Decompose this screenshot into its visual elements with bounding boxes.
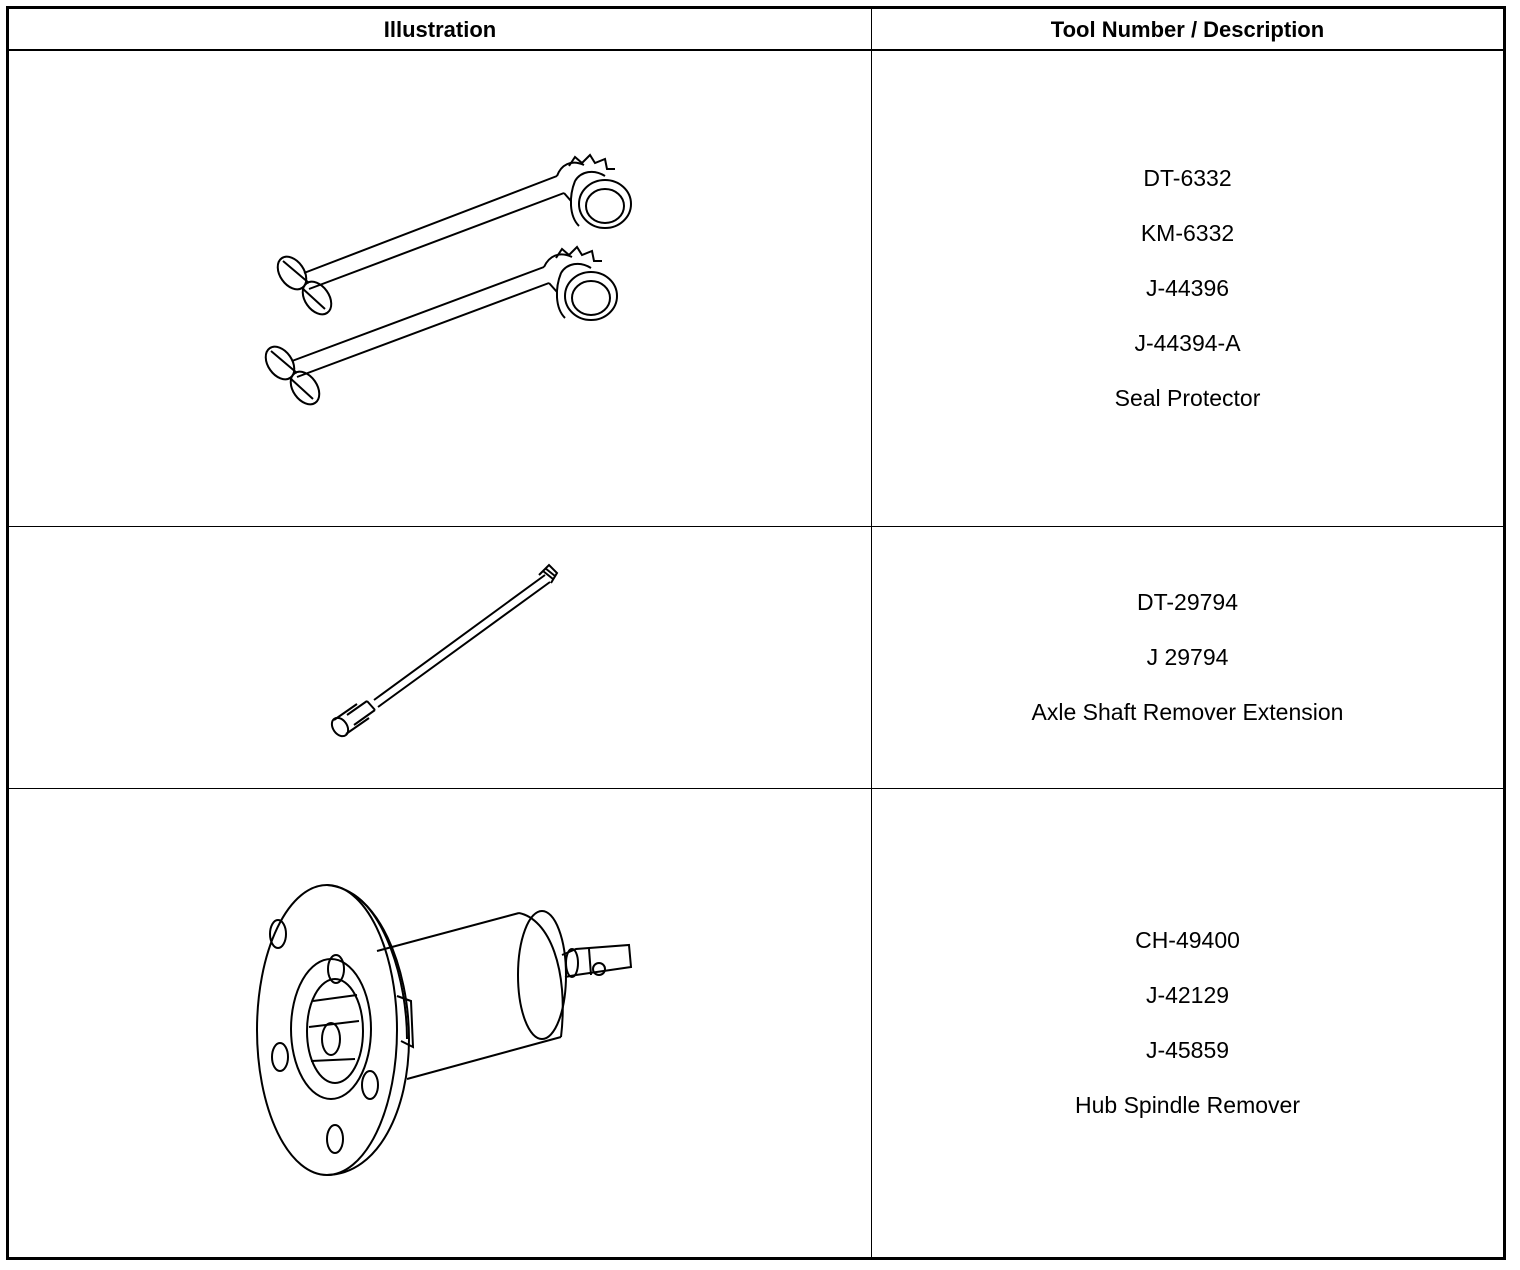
tool-number: J-44394-A (1134, 330, 1241, 356)
tool-number: DT-29794 (1136, 589, 1238, 615)
description-cell: DT-6332 KM-6332 J-44396 J-44394-A Seal P… (872, 51, 1503, 526)
tool-number: J-42129 (1145, 982, 1230, 1008)
tool-description: Axle Shaft Remover Extension (1031, 699, 1344, 725)
table-row: CH-49400 J-42129 J-45859 Hub Spindle Rem… (9, 789, 1503, 1257)
illustration-cell (9, 789, 871, 1257)
illustration-cell (9, 527, 871, 788)
tool-number: KM-6332 (1140, 220, 1235, 246)
column-divider (871, 9, 872, 1257)
table-row: DT-29794 J 29794 Axle Shaft Remover Exte… (9, 527, 1503, 789)
seal-protector-icon (9, 51, 871, 527)
tool-description: Hub Spindle Remover (1074, 1092, 1300, 1118)
tool-number: J-44396 (1145, 275, 1230, 301)
tool-number: J-45859 (1145, 1037, 1230, 1063)
illustration-cell (9, 51, 871, 526)
table-row: DT-6332 KM-6332 J-44396 J-44394-A Seal P… (9, 51, 1503, 527)
tool-description: Seal Protector (1114, 385, 1261, 411)
header-illustration: Illustration (383, 17, 497, 42)
special-tools-table: Illustration Tool Number / Description (6, 6, 1506, 1260)
description-cell: DT-29794 J 29794 Axle Shaft Remover Exte… (872, 527, 1503, 788)
description-cell: CH-49400 J-42129 J-45859 Hub Spindle Rem… (872, 789, 1503, 1257)
tool-number: CH-49400 (1135, 927, 1240, 953)
hub-spindle-remover-icon (9, 789, 871, 1257)
table-header: Illustration Tool Number / Description (9, 9, 1503, 51)
axle-shaft-remover-extension-icon (9, 527, 871, 789)
header-tool-number-description: Tool Number / Description (1050, 17, 1325, 42)
tool-number: J 29794 (1146, 644, 1229, 670)
tool-number: DT-6332 (1143, 165, 1232, 191)
